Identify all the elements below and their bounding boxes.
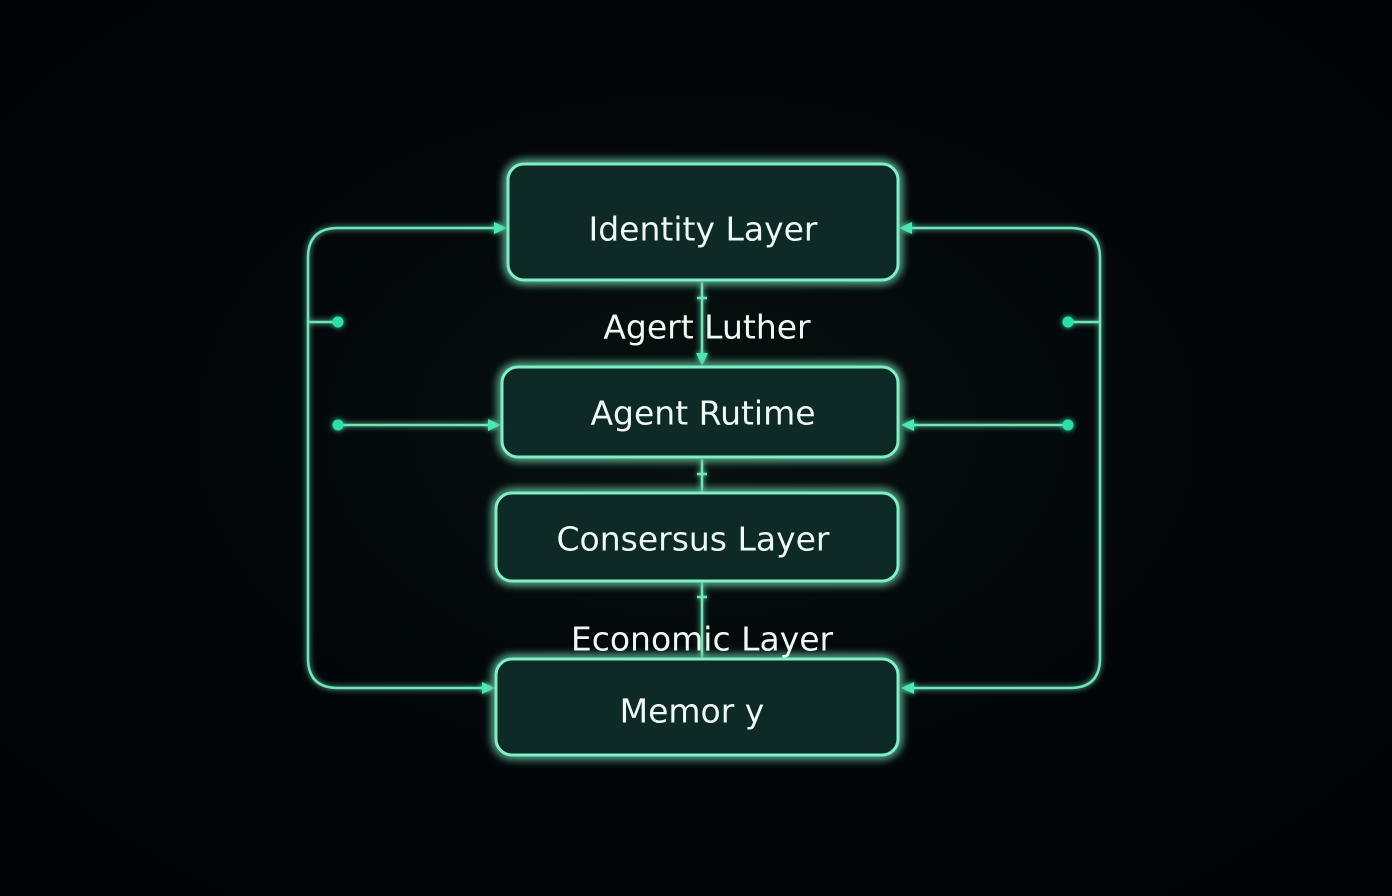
left-runtime-dot-icon: [332, 419, 344, 431]
consensus-layer-label: Consersus Layer: [556, 520, 829, 559]
arrow-right-to-identity-icon: [899, 222, 912, 234]
left-loop-wire: [306, 226, 500, 690]
right-stub-dot-icon: [1062, 316, 1074, 328]
identity-layer-box: Identity Layer: [506, 162, 900, 282]
agent-runtime-box: Agent Rutime: [500, 365, 900, 459]
agent-luther-label: Agert Luther: [603, 308, 811, 347]
arrow-right-to-runtime-icon: [901, 419, 914, 431]
economic-layer-label: Economic Layer: [571, 620, 834, 659]
arrow-left-to-memory-icon: [482, 682, 495, 694]
identity-layer-label: Identity Layer: [589, 210, 818, 249]
right-loop-wire: [904, 226, 1102, 690]
agent-runtime-label: Agent Rutime: [590, 394, 815, 433]
arrow-right-to-memory-icon: [901, 682, 914, 694]
consensus-layer-box: Consersus Layer: [494, 491, 900, 583]
arrow-left-to-runtime-icon: [488, 419, 501, 431]
left-stub-dot-icon: [332, 316, 344, 328]
memory-box: Memor y: [494, 657, 900, 757]
arrow-left-to-identity-icon: [494, 222, 507, 234]
memory-label: Memor y: [620, 692, 765, 731]
right-runtime-dot-icon: [1062, 419, 1074, 431]
arrow-down-to-runtime-icon: [696, 353, 708, 366]
